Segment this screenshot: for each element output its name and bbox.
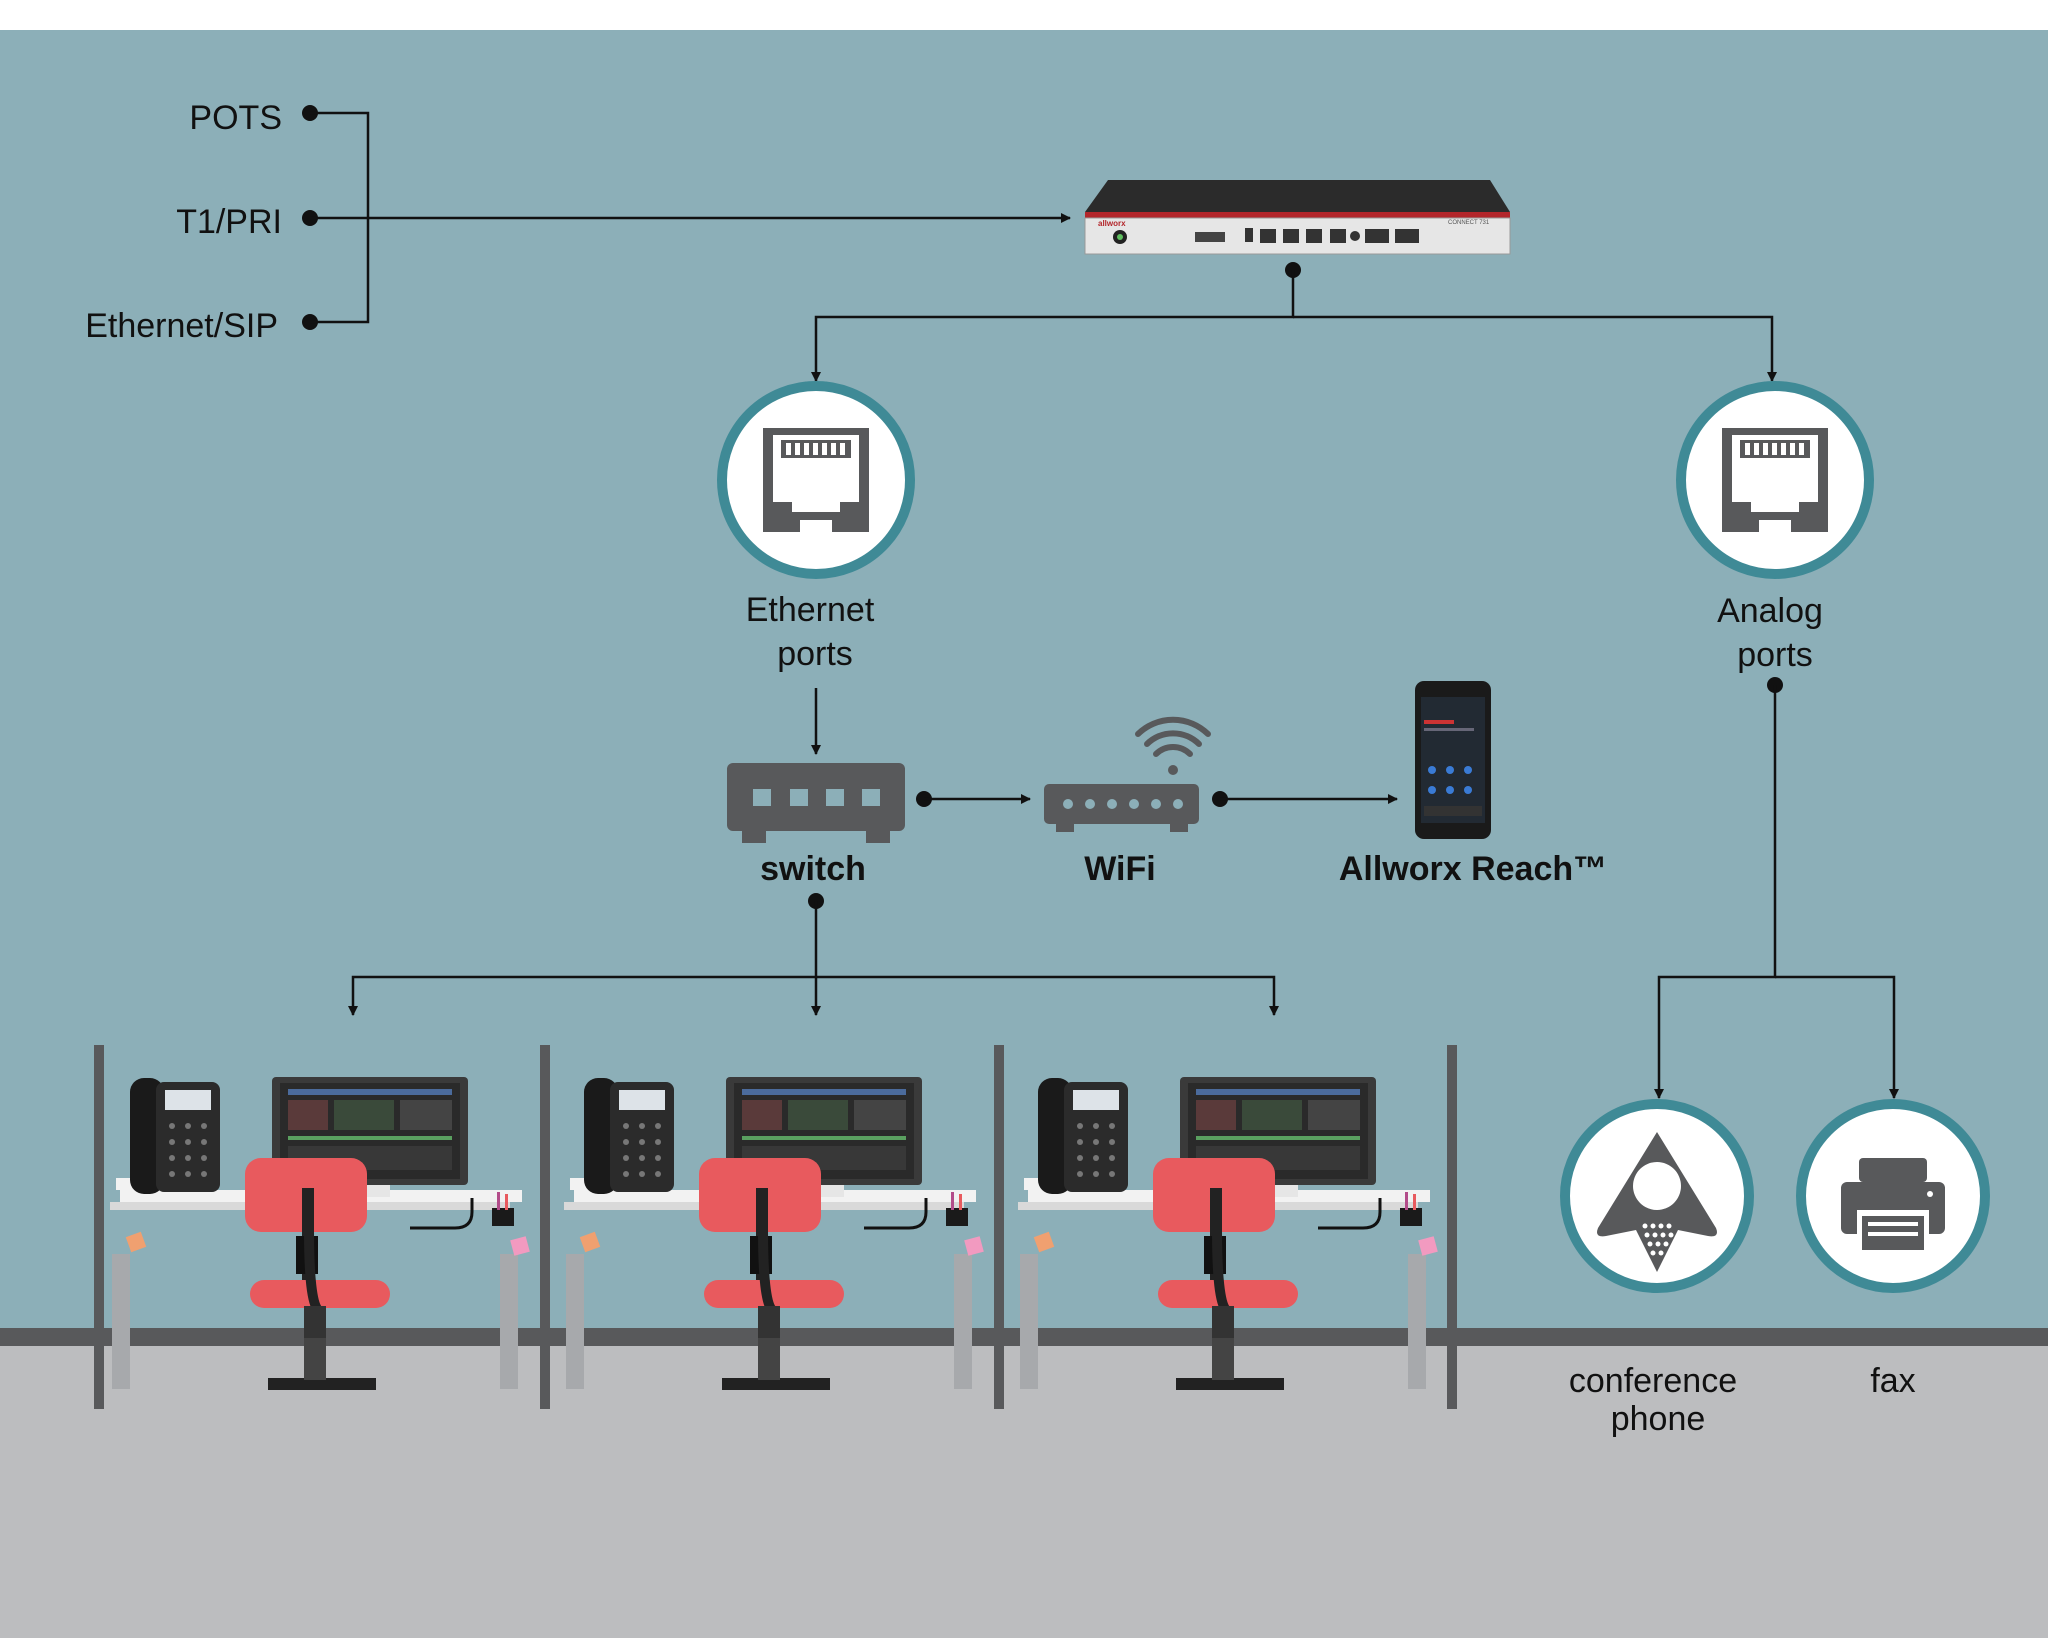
appliance-brand: allworx <box>1098 219 1126 228</box>
rj45-jack-icon <box>763 428 869 532</box>
wifi-label: WiFi <box>1084 850 1155 888</box>
analog-port-badge <box>1676 381 1874 579</box>
ethernet-ports-label-line2: ports <box>777 635 853 673</box>
analog-to-fax-arrow <box>1775 975 1899 1099</box>
ethernet-ports-label-line1: Ethernet <box>746 591 875 629</box>
fax-machine-icon <box>1841 1158 1945 1250</box>
t1pri-label: T1/PRI <box>176 203 282 241</box>
conference-phone-label-line1: conference <box>1569 1362 1737 1400</box>
fax-label: fax <box>1870 1362 1915 1400</box>
conference-phone-badge <box>1560 1099 1754 1293</box>
conference-phone-icon <box>1597 1132 1717 1272</box>
allworx-reach-label: Allworx Reach™ <box>1339 850 1607 888</box>
workstation-1 <box>110 1077 530 1390</box>
appliance-to-ethernet-arrow <box>811 270 1295 382</box>
pots-label: POTS <box>189 99 282 137</box>
smartphone-icon <box>1415 681 1491 839</box>
ethernet-sip-label: Ethernet/SIP <box>85 307 278 345</box>
appliance-model: CONNECT 731 <box>1448 220 1490 226</box>
analog-ports-label-line1: Analog <box>1717 592 1823 630</box>
trunk-inputs: POTS T1/PRI Ethernet/SIP <box>85 99 1071 345</box>
office-chair <box>245 1158 390 1390</box>
analog-ports-label-line2: ports <box>1737 636 1813 674</box>
switch-to-desk3-arrow <box>816 975 1279 1016</box>
office-floor <box>0 1346 2048 1638</box>
fax-badge <box>1796 1099 1990 1293</box>
appliance-to-analog-arrow <box>1293 315 1777 382</box>
top-margin <box>0 0 2048 30</box>
network-switch-icon <box>727 763 905 843</box>
conference-phone-label-line2: phone <box>1611 1400 1706 1438</box>
cubicle-partitions <box>94 1045 1457 1409</box>
wifi-router-icon <box>1044 716 1211 832</box>
analog-to-conference-arrow <box>1654 685 1777 1099</box>
allworx-appliance: allworx CONNECT 731 <box>1084 180 1511 255</box>
ethernet-port-badge <box>717 381 915 579</box>
switch-label: switch <box>760 850 866 888</box>
rj45-jack-icon <box>1722 428 1828 532</box>
switch-to-desk1-arrow <box>348 975 816 1016</box>
desk-phone <box>130 1078 220 1194</box>
